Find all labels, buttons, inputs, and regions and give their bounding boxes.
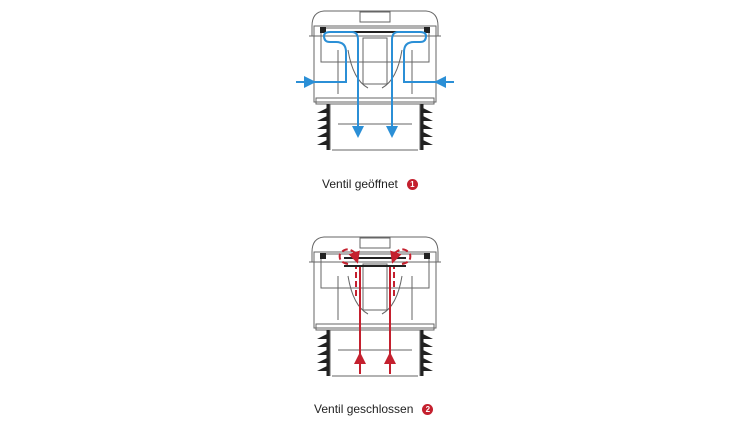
- rib-left: [317, 366, 327, 371]
- flange: [315, 323, 435, 331]
- rib-right: [423, 342, 433, 347]
- rib-right: [423, 334, 433, 339]
- rib-right: [423, 132, 433, 137]
- rib-left: [317, 350, 327, 355]
- flange: [315, 97, 435, 105]
- valve-body: [313, 251, 437, 329]
- rib-left: [317, 108, 327, 113]
- pipe: [329, 330, 421, 377]
- seal-left: [320, 253, 326, 259]
- valve-open: [296, 10, 454, 151]
- badge-1: 1: [406, 178, 418, 190]
- valve-cap: [311, 10, 439, 36]
- swirl-left: [338, 248, 356, 296]
- center-stem: [362, 37, 388, 85]
- upper-chamber: [320, 253, 430, 289]
- rib-right: [423, 358, 433, 363]
- pipe: [329, 104, 421, 151]
- flow-path-right: [386, 31, 440, 138]
- rib-left: [317, 124, 327, 129]
- rib-right: [423, 140, 433, 145]
- caption-open: Ventil geöffnet 1: [322, 177, 418, 191]
- rib-right: [423, 108, 433, 113]
- inner-guides: [337, 49, 413, 94]
- flow-path-left: [310, 31, 364, 138]
- rib-left: [317, 342, 327, 347]
- cap-center-tab: [359, 237, 391, 249]
- rib-left: [317, 132, 327, 137]
- rib-left: [317, 140, 327, 145]
- caption-closed: Ventil geschlossen 2: [314, 402, 434, 416]
- caption-open-text: Ventil geöffnet: [322, 177, 398, 191]
- rib-left: [317, 116, 327, 121]
- caption-closed-text: Ventil geschlossen: [314, 402, 414, 416]
- upper-chamber: [320, 27, 430, 63]
- valve-body: [313, 25, 437, 103]
- rib-right: [423, 124, 433, 129]
- rib-left: [317, 334, 327, 339]
- inner-guides: [337, 275, 413, 320]
- cap-rim: [309, 252, 441, 263]
- cap-center-tab: [359, 11, 391, 23]
- badge-2: 2: [422, 403, 434, 415]
- seal-right: [424, 253, 430, 259]
- valve-cap: [311, 236, 439, 262]
- rib-right: [423, 366, 433, 371]
- swirl-right: [394, 248, 412, 296]
- rib-right: [423, 350, 433, 355]
- valve-closed: [309, 236, 441, 377]
- cap-rim: [309, 26, 441, 37]
- seal-left: [320, 27, 326, 33]
- center-stem: [362, 263, 388, 311]
- rib-right: [423, 116, 433, 121]
- rib-left: [317, 358, 327, 363]
- seal-right: [424, 27, 430, 33]
